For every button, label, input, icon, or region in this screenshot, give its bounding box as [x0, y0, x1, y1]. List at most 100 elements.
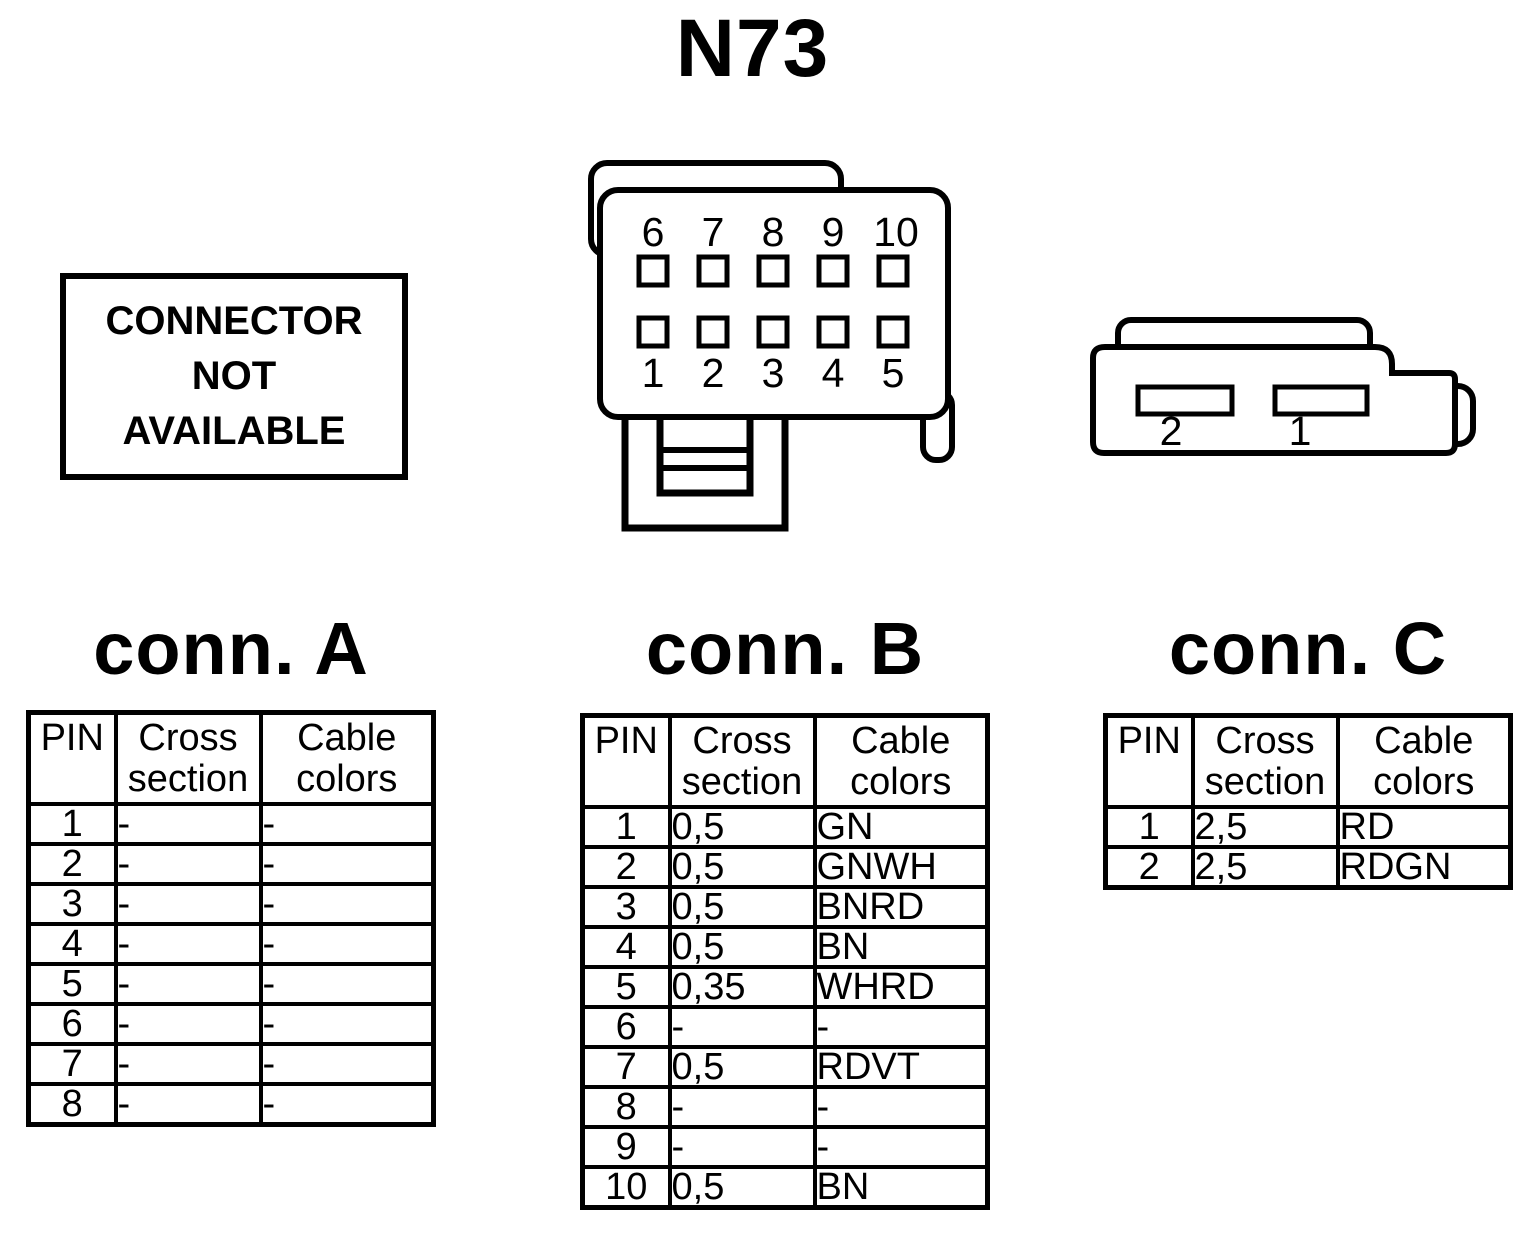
- cable-color-cell: -: [258, 842, 436, 886]
- na-line-2: NOT: [191, 354, 277, 398]
- cross-section-cell: -: [667, 1005, 817, 1049]
- cross-section-cell: 0,5: [667, 885, 817, 929]
- table-row: 9--: [580, 1125, 990, 1169]
- conn-b-heading: conn. B: [645, 607, 925, 690]
- pin-square-6: [636, 254, 670, 288]
- cable-color-cell: -: [258, 1002, 436, 1046]
- pin-header: PIN: [580, 713, 672, 809]
- cable-color-cell: RD: [1335, 805, 1513, 849]
- cross-section-cell: 0,5: [667, 1165, 817, 1210]
- pin-number-cell: 9: [580, 1125, 672, 1169]
- pin-label-7: 7: [702, 209, 725, 255]
- pin-number-cell: 1: [1103, 805, 1195, 849]
- cross-section-cell: -: [113, 1042, 263, 1086]
- cable-header: Cable colors: [812, 713, 990, 809]
- cable-color-cell: BNRD: [812, 885, 990, 929]
- pin-square-4: [816, 315, 850, 349]
- connector-c-drawing: 2 1: [1090, 317, 1476, 456]
- pin-number-cell: 2: [1103, 845, 1195, 890]
- pin-number-cell: 3: [580, 885, 672, 929]
- connector-c-pin-label-1: 1: [1289, 408, 1312, 454]
- pin-number-cell: 3: [26, 882, 118, 926]
- pin-square-9: [816, 254, 850, 288]
- table-row: 6--: [26, 1002, 436, 1046]
- table-row: 7--: [26, 1042, 436, 1086]
- cable-color-cell: -: [258, 962, 436, 1006]
- cable-color-cell: -: [258, 882, 436, 926]
- pin-label-4: 4: [822, 350, 845, 396]
- pin-number-cell: 8: [26, 1082, 118, 1127]
- cross-section-cell: -: [113, 922, 263, 966]
- connector-c-pin-label-2: 2: [1160, 408, 1183, 454]
- na-line-3: AVAILABLE: [122, 409, 346, 453]
- cross-section-cell: 0,35: [667, 965, 817, 1009]
- pin-number-cell: 7: [580, 1045, 672, 1089]
- pin-label-8: 8: [762, 209, 785, 255]
- pin-number-cell: 2: [26, 842, 118, 886]
- cross-section-cell: 0,5: [667, 805, 817, 849]
- table-row: 8--: [26, 1082, 436, 1127]
- cross-section-cell: 0,5: [667, 845, 817, 889]
- cable-color-cell: -: [258, 802, 436, 846]
- table-row: 8--: [580, 1085, 990, 1129]
- cross-section-cell: -: [113, 1082, 263, 1127]
- cable-color-cell: -: [258, 1042, 436, 1086]
- connector-b-drawing: 6 7 8 9 10 1 2 3 4 5: [588, 160, 955, 532]
- pin-number-cell: 4: [580, 925, 672, 969]
- pin-label-10: 10: [873, 209, 919, 255]
- pin-square-8: [756, 254, 790, 288]
- cable-header: Cable colors: [1335, 713, 1513, 809]
- header-row: PIN Cross section Cable colors: [26, 710, 436, 806]
- cable-color-cell: -: [812, 1085, 990, 1129]
- cross-section-cell: -: [113, 1002, 263, 1046]
- pin-header: PIN: [26, 710, 118, 806]
- cable-color-cell: -: [812, 1005, 990, 1049]
- cross-header: Cross section: [667, 713, 817, 809]
- cable-color-cell: WHRD: [812, 965, 990, 1009]
- cable-color-cell: GNWH: [812, 845, 990, 889]
- cable-color-cell: -: [812, 1125, 990, 1169]
- pin-label-1: 1: [642, 350, 665, 396]
- cross-section-cell: 2,5: [1190, 845, 1340, 890]
- pin-number-cell: 4: [26, 922, 118, 966]
- cross-section-cell: -: [113, 842, 263, 886]
- cable-color-cell: -: [258, 922, 436, 966]
- table-row: 5--: [26, 962, 436, 1006]
- cable-color-cell: RDVT: [812, 1045, 990, 1089]
- conn-c-heading: conn. C: [1168, 607, 1448, 690]
- pin-label-9: 9: [822, 209, 845, 255]
- pin-label-2: 2: [702, 350, 725, 396]
- cable-color-cell: GN: [812, 805, 990, 849]
- table-row: 3--: [26, 882, 436, 926]
- cross-section-cell: -: [113, 882, 263, 926]
- pin-number-cell: 5: [580, 965, 672, 1009]
- header-row: PIN Cross section Cable colors: [580, 713, 990, 809]
- cross-section-cell: -: [113, 962, 263, 1006]
- pin-number-cell: 2: [580, 845, 672, 889]
- pin-label-5: 5: [882, 350, 905, 396]
- connector-not-available-box: CONNECTOR NOT AVAILABLE: [60, 273, 408, 480]
- cross-header: Cross section: [113, 710, 263, 806]
- page-title: N73: [675, 3, 830, 94]
- cross-section-cell: 2,5: [1190, 805, 1340, 849]
- pin-square-10: [876, 254, 910, 288]
- pin-number-cell: 6: [580, 1005, 672, 1049]
- cross-section-cell: 0,5: [667, 1045, 817, 1089]
- pin-number-cell: 7: [26, 1042, 118, 1086]
- pin-square-5: [876, 315, 910, 349]
- pin-square-1: [636, 315, 670, 349]
- cable-header: Cable colors: [258, 710, 436, 806]
- table-row: 1--: [26, 802, 436, 846]
- cross-section-cell: -: [667, 1125, 817, 1169]
- pin-square-2: [696, 315, 730, 349]
- pin-square-7: [696, 254, 730, 288]
